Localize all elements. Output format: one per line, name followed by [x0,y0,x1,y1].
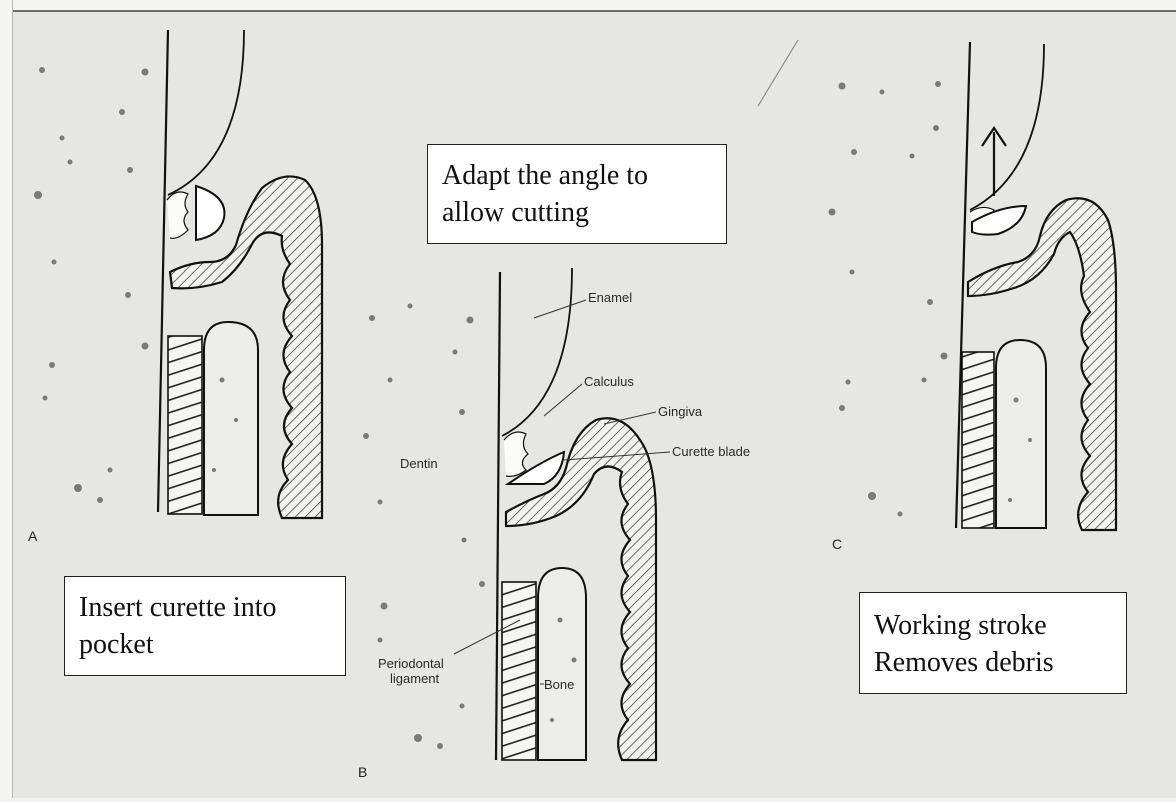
panel-letter-a: A [28,528,37,544]
panel-a-enamel [168,30,244,195]
panel-c-drawing [956,42,1116,530]
callout-adapt-angle: Adapt the angle to allow cutting [427,144,727,244]
callout-insert-line2: pocket [79,626,331,663]
callout-insert-line1: Insert curette into [79,589,331,626]
panel-b-calculus [504,432,528,476]
callout-insert-curette: Insert curette into pocket [64,576,346,676]
label-calculus: Calculus [584,374,634,389]
panel-b-enamel [502,268,572,436]
panel-letter-c: C [832,536,842,552]
label-periodontal-line1: Periodontal [378,656,444,671]
callout-adapt-line2: allow cutting [442,194,712,231]
label-periodontal-line2: ligament [378,671,444,686]
panel-a-drawing [158,30,322,518]
label-dentin: Dentin [400,456,438,471]
label-gingiva: Gingiva [658,404,702,419]
panel-letter-b: B [358,764,367,780]
label-periodontal-ligament: Periodontal ligament [378,656,444,686]
panel-b-root-surface [496,272,500,760]
panel-a-bone [204,322,258,515]
scan-artifact-line [758,40,798,106]
panel-c-bone [996,340,1046,528]
panel-b-ligament [502,582,536,760]
panel-a-ligament [168,336,202,514]
callout-working-line1: Working stroke [874,607,1112,644]
panel-a-calculus [167,192,188,238]
callout-adapt-line1: Adapt the angle to [442,157,712,194]
callout-working-stroke: Working stroke Removes debris [859,592,1127,694]
label-enamel: Enamel [588,290,632,305]
label-bone: Bone [544,677,574,692]
label-curette-blade: Curette blade [672,444,750,459]
panel-c-enamel [970,44,1044,210]
callout-working-line2: Removes debris [874,644,1112,681]
panel-a-curette-blade [196,186,224,240]
panel-a-root-surface [158,30,168,512]
panel-c-ligament [962,352,994,528]
panel-b-bone [538,568,586,760]
